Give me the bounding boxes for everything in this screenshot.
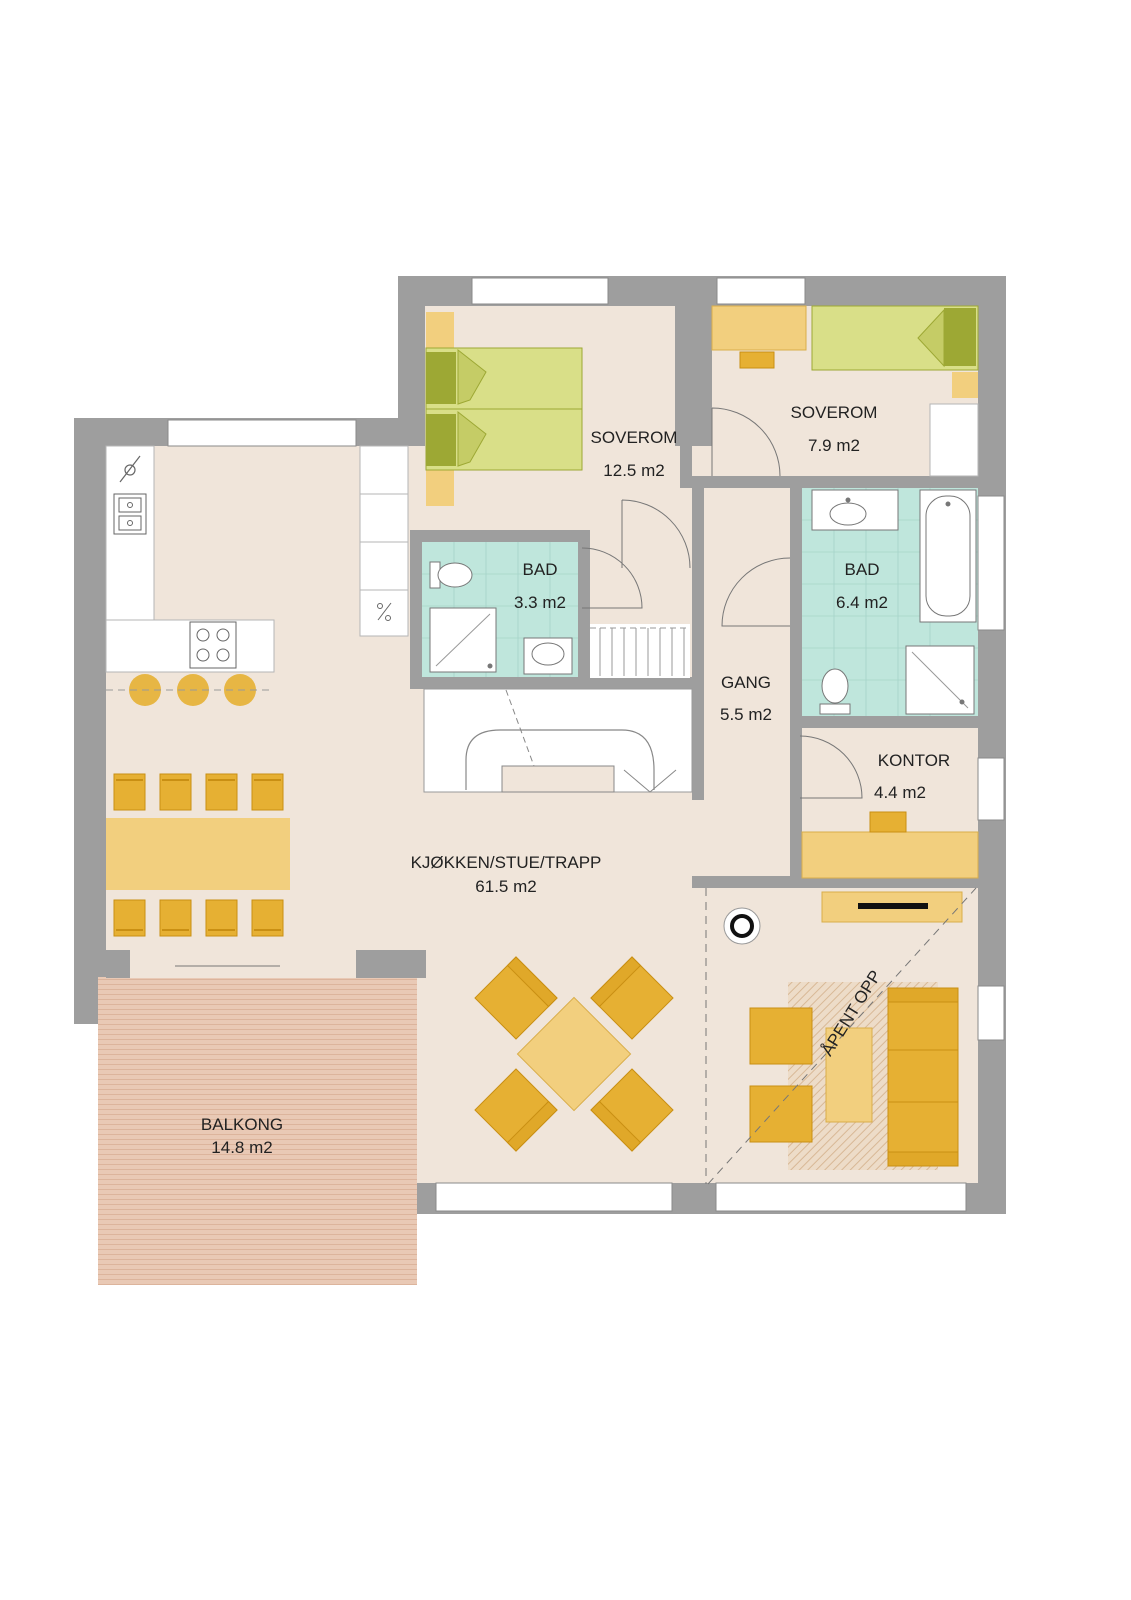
label-soverom-1-name: SOVEROM (591, 428, 678, 447)
door-sov2 (711, 407, 781, 477)
door-sov1 (621, 499, 691, 569)
wall-sov1-bottom-left (410, 530, 590, 542)
dining-set (106, 773, 290, 937)
window-living-right (977, 985, 1005, 1041)
label-kontor-area: 4.4 m2 (874, 783, 926, 802)
desk (801, 831, 979, 879)
bathtub-icon (919, 489, 977, 623)
fireplace-icon (723, 907, 761, 945)
window-living-bottom-1 (435, 1182, 673, 1212)
coffee-table (825, 1027, 873, 1123)
window-sov2 (716, 277, 806, 305)
window-kitchen (167, 419, 357, 447)
armchair (590, 956, 674, 1040)
soverom-2-furniture (711, 305, 979, 477)
soverom-1-furniture (425, 312, 583, 506)
window-kontor (977, 757, 1005, 821)
windows (167, 277, 1005, 1212)
tv-icon (858, 903, 928, 909)
wall-sov1-sov2 (680, 306, 692, 488)
toilet-icon (819, 668, 851, 715)
desk (711, 305, 807, 351)
label-kjokken-area: 61.5 m2 (475, 877, 536, 896)
lounge-table (516, 996, 632, 1112)
desk-chair (739, 351, 775, 369)
pillow (426, 352, 456, 404)
wall-bad1-bottom (410, 677, 700, 689)
wall-sov2-bottom (692, 476, 978, 488)
label-soverom-1-area: 12.5 m2 (603, 461, 664, 480)
label-balkong-area: 14.8 m2 (211, 1138, 272, 1157)
nightstand (426, 312, 454, 348)
washbasin-icon (523, 637, 573, 675)
door-kontor (799, 735, 863, 799)
label-bad-1-area: 3.3 m2 (514, 593, 566, 612)
shower-icon (905, 645, 975, 715)
label-bad-2-name: BAD (845, 560, 880, 579)
wall-kontor-bottom (692, 876, 978, 888)
washbasin-icon (811, 489, 899, 531)
bad-2-fixtures (811, 489, 977, 715)
wall-balcony-post (106, 950, 130, 978)
doors (581, 407, 863, 799)
sofa (887, 987, 959, 1167)
window-sov1 (471, 277, 609, 305)
label-kjokken-name: KJØKKEN/STUE/TRAPP (411, 853, 602, 872)
armchair (749, 1007, 813, 1065)
fridge-icon (119, 455, 141, 483)
kontor-furniture (801, 811, 979, 879)
living-area (705, 887, 977, 1185)
armchair (474, 1068, 558, 1152)
stove-icon (189, 621, 237, 669)
kitchen (105, 445, 409, 706)
door-bad1 (581, 547, 643, 609)
balcony-rail-gap (106, 960, 362, 978)
label-bad-1-name: BAD (523, 560, 558, 579)
window-bad2 (977, 495, 1005, 631)
label-kontor-name: KONTOR (878, 751, 950, 770)
window-living-bottom-2 (715, 1182, 967, 1212)
armchair (474, 956, 558, 1040)
wall-gang-right (790, 488, 802, 878)
armchair (749, 1085, 813, 1143)
wall-kitchen-column (356, 950, 426, 978)
floor-balkong (98, 977, 417, 1285)
dishwasher-icon (377, 602, 392, 621)
label-gang-name: GANG (721, 673, 771, 692)
armchair (590, 1068, 674, 1152)
wardrobe (929, 403, 979, 477)
toilet-icon (429, 561, 473, 589)
desk-chair (869, 811, 907, 833)
wall-bad1-left (410, 530, 422, 687)
shower-icon (429, 607, 497, 673)
wall-gang-left (692, 488, 704, 800)
label-balkong-name: BALKONG (201, 1115, 283, 1134)
pillow (426, 414, 456, 466)
sink-icon (113, 493, 147, 535)
dining-table (106, 818, 290, 890)
kitchen-counter-right (359, 445, 409, 637)
label-soverom-2-name: SOVEROM (791, 403, 878, 422)
label-gang-area: 5.5 m2 (720, 705, 772, 724)
bad-1-fixtures (429, 561, 573, 675)
pillow (944, 308, 976, 366)
open-to-above-line (707, 887, 977, 1185)
wall-bad2-bottom (790, 716, 978, 728)
nightstand (952, 372, 978, 398)
nightstand (426, 470, 454, 506)
lounge-set (474, 956, 674, 1152)
label-soverom-2-area: 7.9 m2 (808, 436, 860, 455)
door-bad2 (721, 557, 791, 627)
staircase (423, 624, 693, 793)
label-bad-2-area: 6.4 m2 (836, 593, 888, 612)
